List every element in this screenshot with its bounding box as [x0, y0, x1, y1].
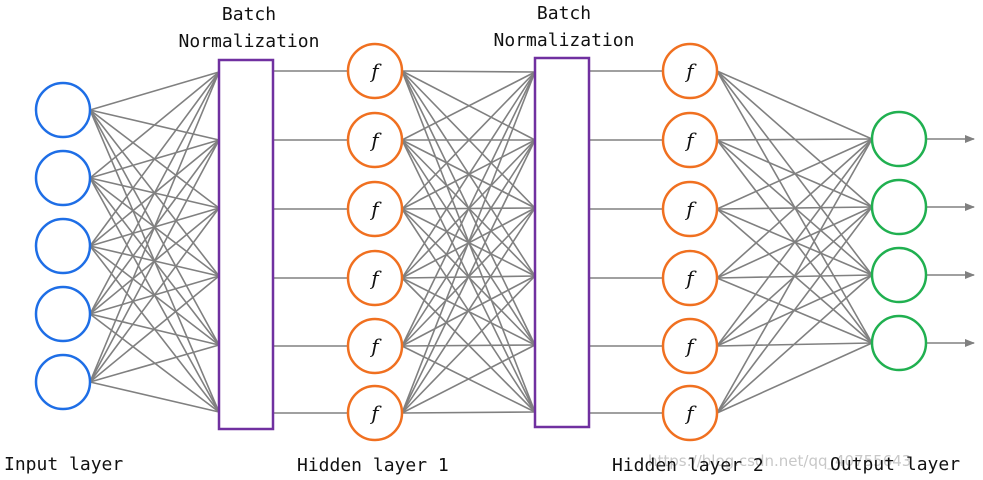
hidden-1-node — [346, 384, 404, 442]
edge — [89, 71, 220, 383]
edge — [89, 275, 220, 383]
input-node — [34, 217, 92, 275]
edge — [401, 70, 536, 73]
edge — [401, 275, 536, 414]
hidden-layer-1-label: Hidden layer 1 — [297, 455, 449, 476]
hidden-1-node — [346, 111, 404, 169]
edge — [89, 71, 220, 247]
hidden-2-node — [661, 180, 719, 238]
edge — [401, 71, 536, 279]
edge — [89, 71, 220, 179]
output-node — [870, 246, 928, 304]
batch-norm-label-2-line2: Normalization — [494, 30, 635, 51]
edge — [89, 71, 220, 111]
edge — [401, 344, 536, 414]
edge — [716, 274, 873, 414]
hidden-2-node — [661, 42, 719, 100]
edge — [89, 207, 220, 383]
edge — [89, 139, 220, 383]
edge — [401, 71, 536, 141]
edge — [89, 344, 220, 383]
edge — [716, 138, 873, 347]
batch-norm-label-1-line1: Batch — [222, 4, 276, 25]
hidden-2-node — [661, 249, 719, 307]
edge — [716, 138, 873, 279]
output-node — [870, 178, 928, 236]
hidden-2-node — [661, 317, 719, 375]
connections — [89, 70, 975, 414]
edge — [716, 138, 873, 210]
hidden-1-node — [346, 249, 404, 307]
edge — [89, 381, 220, 413]
edge — [401, 411, 536, 414]
hidden-layer-2-label: Hidden layer 2 — [612, 455, 764, 476]
edge — [716, 342, 873, 414]
hidden-2-node — [661, 384, 719, 442]
input-layer-label: Input layer — [4, 454, 123, 475]
hidden-1-node — [346, 317, 404, 375]
hidden-1-node — [346, 42, 404, 100]
edge — [89, 71, 220, 315]
edge — [716, 138, 873, 414]
edge — [401, 71, 536, 347]
batch-norm-label-1-line2: Normalization — [179, 31, 320, 52]
batch-norm-label-2-line1: Batch — [537, 3, 591, 24]
batch-norm-box-2 — [533, 56, 591, 429]
watermark: https://blog.csdn.net/qq_40755643 — [648, 452, 911, 471]
input-node — [34, 81, 92, 139]
hidden-2-node — [661, 111, 719, 169]
edge — [401, 71, 536, 210]
edge — [716, 206, 873, 414]
batch-norm-box-1 — [217, 58, 275, 431]
input-node — [34, 353, 92, 411]
edge — [401, 139, 536, 414]
output-layer-label: Output layer — [830, 454, 960, 475]
edge — [401, 207, 536, 414]
edge — [716, 138, 873, 141]
input-node — [34, 285, 92, 343]
output-node — [870, 314, 928, 372]
output-node — [870, 110, 928, 168]
edge — [716, 70, 873, 140]
hidden-1-node — [346, 180, 404, 238]
input-node — [34, 149, 92, 207]
edge — [401, 71, 536, 414]
